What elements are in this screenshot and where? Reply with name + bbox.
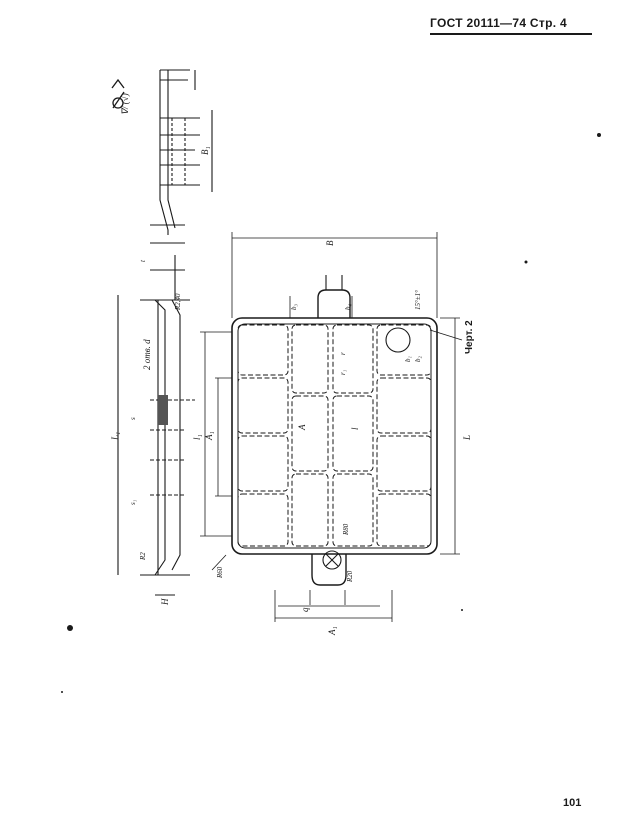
label-R20: R20 xyxy=(346,570,354,583)
label-l: l xyxy=(350,427,360,430)
label-A: A xyxy=(297,424,307,431)
label-holes: 2 отв. d xyxy=(142,339,152,370)
label-H: H xyxy=(160,598,170,606)
label-s1: s₁ xyxy=(129,500,137,505)
label-r1: r₁ xyxy=(339,370,347,375)
label-R2-40: R2,40 xyxy=(174,293,182,311)
label-L1: L₁ xyxy=(110,432,120,441)
label-R80: R80 xyxy=(342,523,350,536)
dimension-lines xyxy=(200,232,463,622)
label-B1: B₁ xyxy=(200,146,210,155)
label-b3: b₃ xyxy=(290,304,298,311)
label-15deg: 15°±1° xyxy=(414,290,422,310)
roughness-label: ∇/ (√) xyxy=(120,93,130,115)
page-number: 101 xyxy=(563,797,582,809)
label-b2: b₂ xyxy=(414,356,422,363)
label-A1: A₁ xyxy=(204,431,214,441)
tray-plan-view xyxy=(231,275,438,586)
page-header: ГОСТ 20111—74 Стр. 4 xyxy=(430,16,567,30)
drawing-labels: B L l₁ A₁ A l A₁ q L₁ H B₁ 2 отв. d R60 … xyxy=(110,93,472,636)
label-R2: R2 xyxy=(139,552,147,561)
label-q: q xyxy=(300,607,310,612)
label-l1: l₁ xyxy=(192,434,202,440)
label-t: t xyxy=(139,259,147,262)
figure-caption: Черт. 2 xyxy=(464,320,475,354)
roughness-mark xyxy=(111,78,125,109)
side-profile-top xyxy=(150,69,213,244)
label-L: L xyxy=(462,435,472,441)
label-B: B xyxy=(325,240,335,246)
header-rule xyxy=(430,33,592,35)
label-A1-bottom: A₁ xyxy=(327,626,337,636)
label-b4: b₄ xyxy=(344,304,352,311)
scan-specks xyxy=(61,133,601,693)
label-R60: R60 xyxy=(216,566,224,579)
label-r: r xyxy=(339,352,347,355)
label-b1: b₁ xyxy=(404,356,412,362)
label-s: s xyxy=(129,417,137,420)
side-section-long xyxy=(117,255,195,596)
